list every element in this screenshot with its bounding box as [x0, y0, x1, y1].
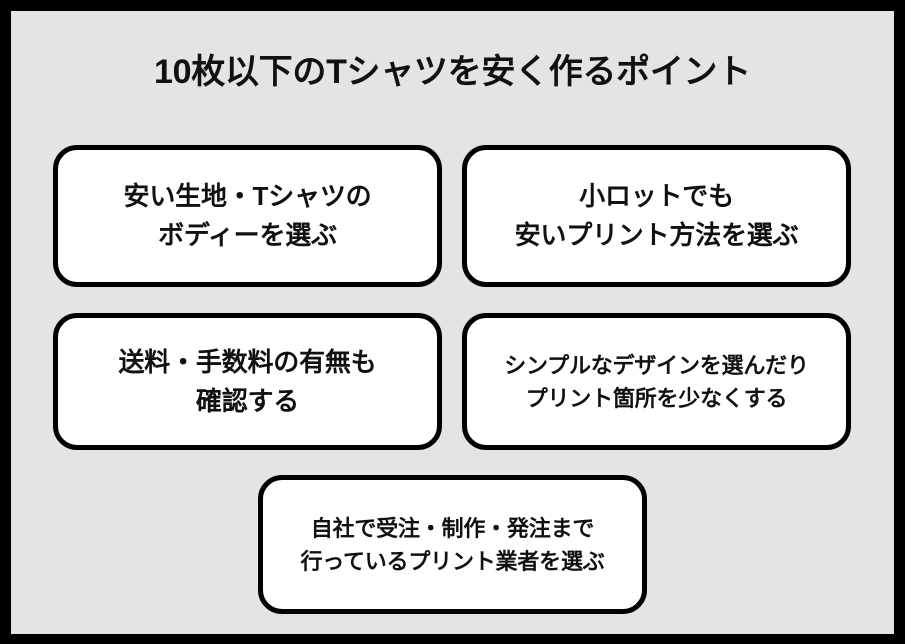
point-card-2-text: 小ロットでも 安いプリント方法を選ぶ [514, 181, 799, 250]
point-card-1-text: 安い生地・Tシャツの ボディーを選ぶ [123, 181, 372, 250]
point-card-4-text: シンプルなデザインを選んだり プリント箇所を少なくする [504, 352, 809, 411]
page-title: 10枚以下のTシャツを安く作るポイント [154, 53, 751, 91]
point-card-3-text: 送料・手数料の有無も 確認する [118, 346, 377, 416]
infographic-canvas: 10枚以下のTシャツを安く作るポイント 安い生地・Tシャツの ボディーを選ぶ 小… [11, 11, 894, 634]
point-card-4: シンプルなデザインを選んだり プリント箇所を少なくする [462, 313, 851, 450]
point-card-1: 安い生地・Tシャツの ボディーを選ぶ [53, 145, 442, 287]
point-card-5-text: 自社で受注・制作・発注まで 行っているプリント業者を選ぶ [300, 515, 605, 574]
point-card-3: 送料・手数料の有無も 確認する [53, 313, 442, 450]
point-card-2: 小ロットでも 安いプリント方法を選ぶ [462, 145, 851, 287]
point-card-5: 自社で受注・制作・発注まで 行っているプリント業者を選ぶ [258, 475, 647, 614]
